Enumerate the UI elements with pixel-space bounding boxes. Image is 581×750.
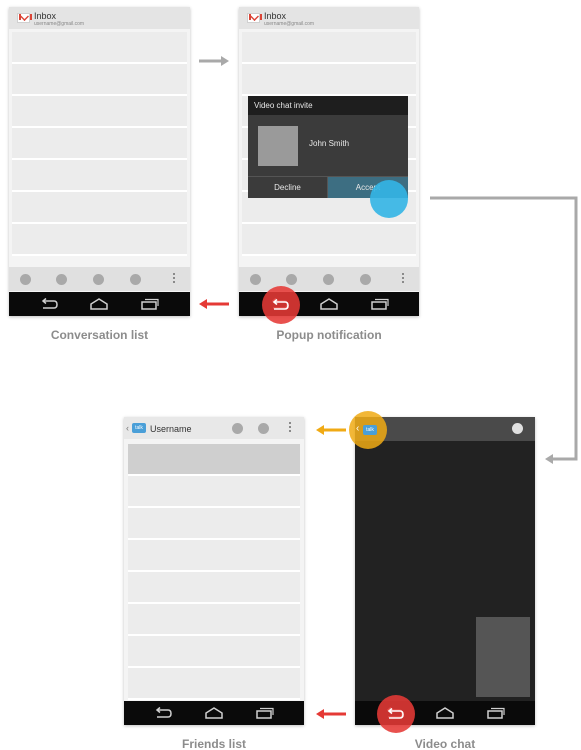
- username-title: Username: [150, 424, 192, 434]
- list-item[interactable]: [12, 128, 187, 160]
- list-item[interactable]: [12, 32, 187, 64]
- talk-icon: talk: [363, 425, 377, 435]
- touch-indicator-back: [377, 695, 415, 733]
- action-icon[interactable]: [130, 274, 141, 285]
- gmail-icon[interactable]: [247, 13, 262, 23]
- action-icon[interactable]: [56, 274, 67, 285]
- account-email: username@gmail.com: [264, 21, 315, 27]
- home-icon[interactable]: [319, 297, 339, 311]
- overflow-menu-icon[interactable]: [289, 422, 291, 434]
- popup-notification-screen: Inbox username@gmail.com Video chat invi…: [239, 7, 419, 316]
- home-icon[interactable]: [435, 706, 455, 720]
- gmail-icon[interactable]: [17, 13, 32, 23]
- list-item[interactable]: [12, 192, 187, 224]
- caption-conversation-list: Conversation list: [50, 328, 149, 342]
- system-nav-bar: [9, 292, 190, 316]
- list-item[interactable]: [242, 224, 416, 256]
- back-arrow-bottom: [316, 709, 346, 719]
- action-icon[interactable]: [258, 423, 269, 434]
- home-icon[interactable]: [89, 297, 109, 311]
- bottom-action-bar: [239, 267, 419, 291]
- friends-list: [128, 444, 300, 700]
- list-item[interactable]: [128, 604, 300, 636]
- list-item[interactable]: [12, 224, 187, 256]
- list-item[interactable]: [128, 572, 300, 604]
- touch-indicator-accept: [370, 180, 408, 218]
- decline-button[interactable]: Decline: [248, 177, 328, 198]
- list-item[interactable]: [128, 636, 300, 668]
- back-icon: [272, 298, 289, 310]
- list-item[interactable]: [128, 668, 300, 700]
- friends-list-screen: ‹ talk Username: [124, 417, 304, 725]
- action-bar: ‹ talk Username: [124, 417, 304, 439]
- caption-friends-list: Friends list: [181, 737, 246, 750]
- bottom-action-bar: [9, 267, 190, 291]
- back-icon: [387, 707, 404, 719]
- overflow-menu-icon[interactable]: [173, 273, 175, 285]
- list-item[interactable]: [242, 64, 416, 96]
- action-icon[interactable]: [323, 274, 334, 285]
- up-caret-icon: ‹: [356, 423, 360, 434]
- conversation-list-screen: Inbox username@gmail.com: [9, 7, 190, 316]
- back-icon[interactable]: [154, 706, 174, 720]
- list-item[interactable]: [12, 160, 187, 192]
- talk-icon[interactable]: talk: [132, 423, 146, 433]
- system-nav-bar: [124, 701, 304, 725]
- connector-arrow: [430, 196, 578, 464]
- list-item[interactable]: [128, 476, 300, 508]
- action-bar: Inbox username@gmail.com: [239, 7, 419, 29]
- list-item[interactable]: [242, 32, 416, 64]
- video-chat-screen: [355, 417, 535, 725]
- back-arrow-top: [199, 299, 229, 309]
- caption-popup-notification: Popup notification: [276, 328, 382, 342]
- action-icon[interactable]: [360, 274, 371, 285]
- action-bar: Inbox username@gmail.com: [9, 7, 190, 29]
- list-item[interactable]: [128, 444, 300, 476]
- list-item[interactable]: [12, 96, 187, 128]
- back-icon[interactable]: [40, 297, 60, 311]
- recents-icon[interactable]: [140, 297, 160, 311]
- overflow-menu-icon[interactable]: [402, 273, 404, 285]
- caption-video-chat: Video chat: [414, 737, 476, 750]
- self-view-preview: [476, 617, 530, 697]
- list-item[interactable]: [128, 540, 300, 572]
- action-icon[interactable]: [512, 423, 523, 434]
- up-caret-icon[interactable]: ‹: [126, 423, 129, 433]
- action-icon[interactable]: [286, 274, 297, 285]
- video-chat-invite-dialog: Video chat invite John Smith Decline Acc…: [248, 96, 408, 198]
- action-icon[interactable]: [232, 423, 243, 434]
- up-arrow: [316, 425, 346, 435]
- conversation-list: [12, 32, 187, 256]
- action-icon[interactable]: [20, 274, 31, 285]
- inbox-title: Inbox: [34, 11, 57, 21]
- account-email: username@gmail.com: [34, 21, 85, 27]
- forward-arrow: [199, 56, 229, 66]
- action-icon[interactable]: [250, 274, 261, 285]
- inbox-title: Inbox: [264, 11, 287, 21]
- recents-icon[interactable]: [370, 297, 390, 311]
- list-item[interactable]: [128, 508, 300, 540]
- touch-indicator-up: ‹ talk: [349, 411, 387, 449]
- caller-avatar: [258, 126, 298, 166]
- action-icon[interactable]: [93, 274, 104, 285]
- touch-indicator-back: [262, 286, 300, 324]
- dialog-title: Video chat invite: [248, 96, 408, 115]
- home-icon[interactable]: [204, 706, 224, 720]
- recents-icon[interactable]: [255, 706, 275, 720]
- list-item[interactable]: [12, 64, 187, 96]
- caller-name: John Smith: [309, 139, 350, 148]
- recents-icon[interactable]: [486, 706, 506, 720]
